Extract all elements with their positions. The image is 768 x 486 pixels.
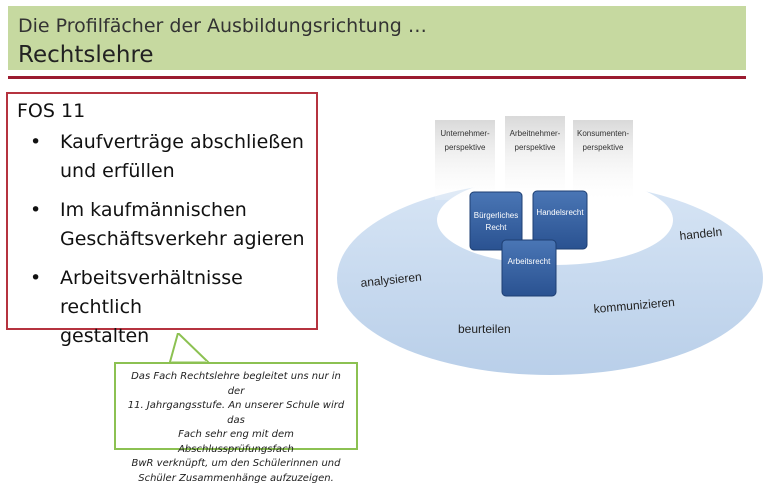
svg-text:Recht: Recht bbox=[486, 223, 508, 232]
svg-text:Arbeitsrecht: Arbeitsrecht bbox=[508, 257, 551, 266]
activity-label: analysieren bbox=[360, 270, 423, 290]
perspective-label: Konsumenten- bbox=[577, 129, 629, 138]
perspective-column bbox=[505, 116, 565, 200]
law-box-arbeitsrecht bbox=[501, 239, 557, 297]
callout-box: Das Fach Rechtslehre begleitet uns nur i… bbox=[114, 362, 358, 484]
grade-heading: FOS 11 bbox=[17, 100, 86, 122]
bullet-dot-icon: • bbox=[30, 267, 42, 289]
callout-tail bbox=[168, 333, 211, 365]
perspective-column bbox=[435, 120, 495, 200]
slide-title: Die Profilfächer der Ausbildungsrichtung… bbox=[18, 15, 427, 37]
svg-text:Bürgerliches: Bürgerliches bbox=[474, 211, 518, 220]
perspective-label: perspektive bbox=[583, 143, 624, 152]
law-box-buergerliches-recht bbox=[469, 191, 523, 251]
perspective-label: perspektive bbox=[445, 143, 486, 152]
activity-label: beurteilen bbox=[458, 322, 511, 336]
divider-rule bbox=[8, 76, 746, 79]
title-bar: Die Profilfächer der Ausbildungsrichtung… bbox=[8, 6, 746, 70]
perspective-label: perspektive bbox=[515, 143, 556, 152]
law-box-handelsrecht bbox=[532, 190, 588, 250]
law-boxes: Bürgerliches Recht Handelsrecht Arbeitsr… bbox=[469, 190, 588, 297]
bullet-dot-icon: • bbox=[30, 199, 42, 221]
svg-text:Handelsrecht: Handelsrecht bbox=[536, 208, 584, 217]
activity-label: handeln bbox=[679, 225, 723, 243]
perspective-columns: Unternehmer- perspektive Arbeitnehmer- p… bbox=[435, 116, 633, 200]
perspective-label: Arbeitnehmer- bbox=[510, 129, 561, 138]
competence-diagram: Unternehmer- perspektive Arbeitnehmer- p… bbox=[337, 116, 763, 375]
slide-subtitle: Rechtslehre bbox=[18, 42, 154, 68]
callout-text: Das Fach Rechtslehre begleitet uns nur i… bbox=[127, 371, 345, 484]
perspective-column bbox=[573, 120, 633, 200]
bullet-dot-icon: • bbox=[30, 131, 42, 153]
perspective-label: Unternehmer- bbox=[440, 129, 490, 138]
